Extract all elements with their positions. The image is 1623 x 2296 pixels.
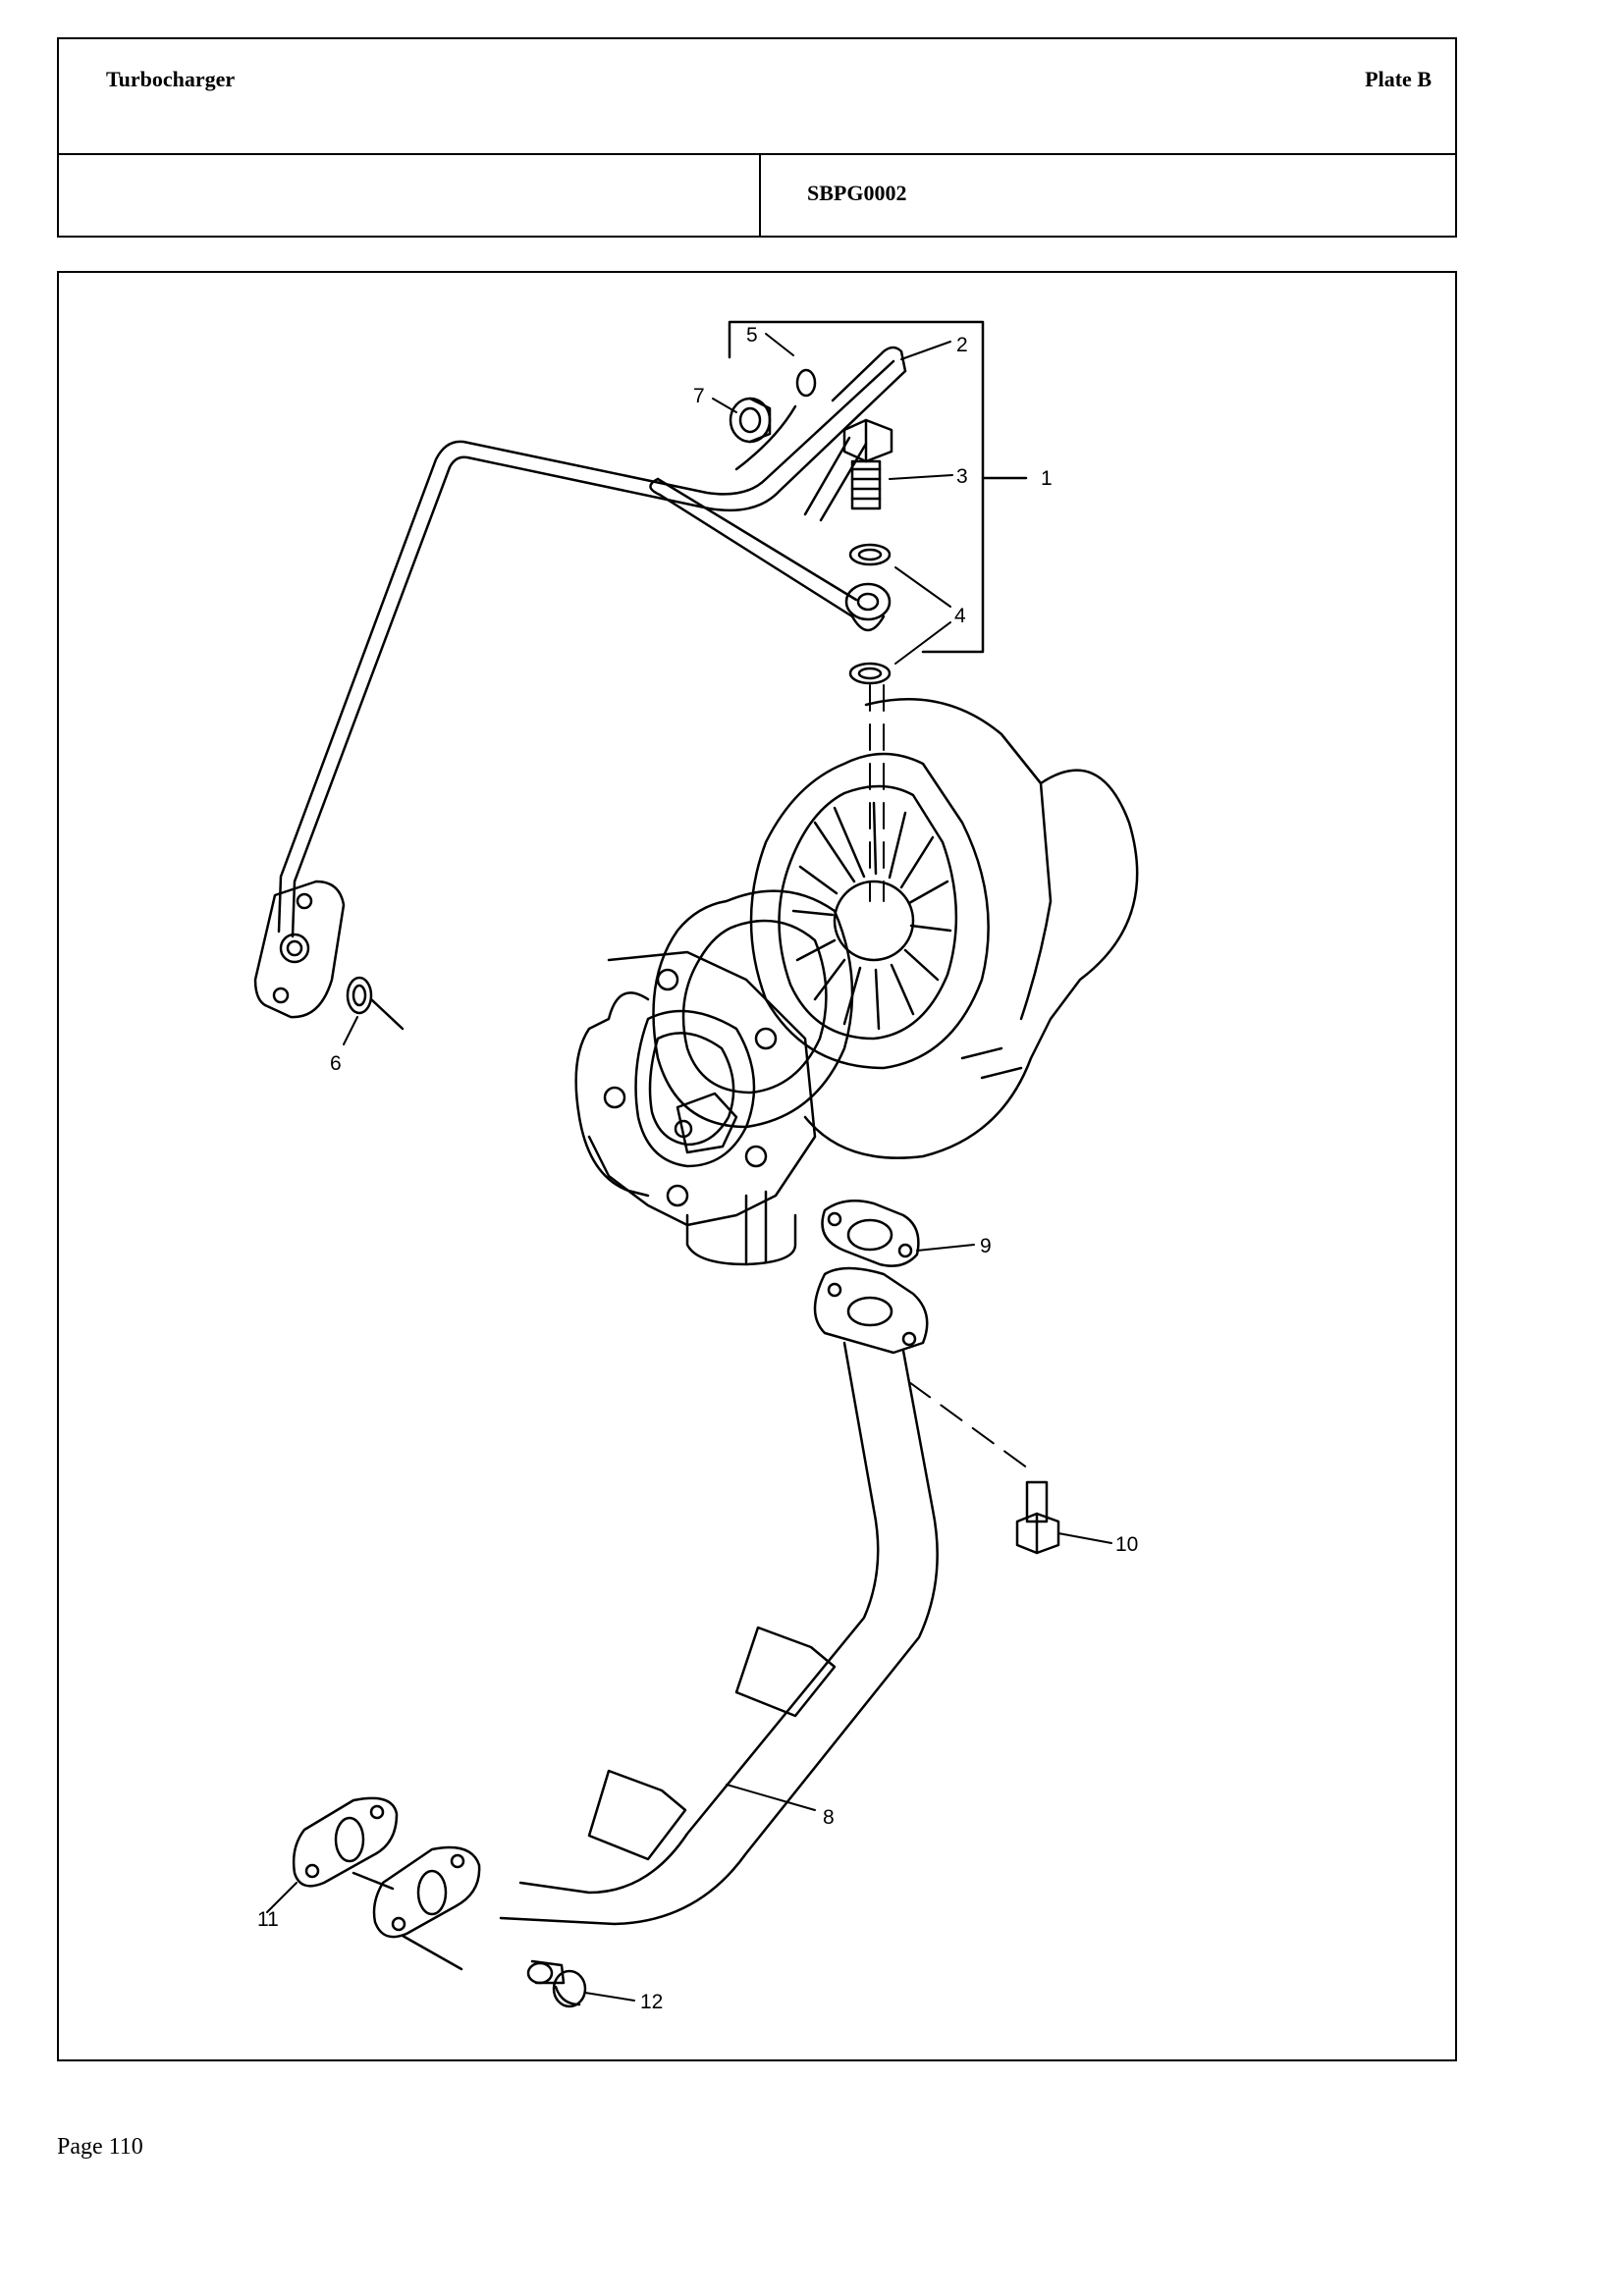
washer-5 bbox=[795, 368, 817, 398]
leader-lines bbox=[266, 333, 1112, 2002]
turbocharger-body bbox=[574, 698, 1139, 1266]
group-bracket bbox=[728, 320, 1028, 654]
banjo-bolt bbox=[842, 418, 893, 510]
figure-code: SBPG0002 bbox=[807, 181, 907, 205]
header-row-code: SBPG0002 bbox=[59, 155, 1455, 238]
figure-frame: 1 2 3 4 5 6 7 8 9 10 11 12 bbox=[57, 271, 1457, 2061]
callout-7: 7 bbox=[693, 385, 705, 407]
plate-label: Plate B bbox=[1365, 67, 1432, 91]
header-table: Turbocharger Plate B SBPG0002 bbox=[57, 37, 1457, 238]
callout-4: 4 bbox=[954, 605, 966, 627]
oil-feed-pipe bbox=[277, 346, 907, 938]
bolt-12 bbox=[526, 1959, 587, 2008]
gasket-11 bbox=[292, 1796, 399, 1888]
header-divider bbox=[759, 155, 761, 238]
gasket-9 bbox=[821, 1199, 920, 1267]
page-number: Page 110 bbox=[57, 2134, 143, 2160]
callout-10: 10 bbox=[1115, 1533, 1138, 1556]
callout-2: 2 bbox=[956, 334, 968, 356]
pipe-flange-left bbox=[253, 880, 405, 1031]
bolt-10 bbox=[1015, 1480, 1060, 1555]
callout-1: 1 bbox=[1041, 467, 1053, 490]
header-row-title: Turbocharger Plate B bbox=[59, 39, 1455, 155]
callout-labels: 1 2 3 4 5 6 7 8 9 10 11 12 bbox=[257, 324, 1138, 2013]
callout-8: 8 bbox=[823, 1806, 835, 1829]
callout-6: 6 bbox=[330, 1052, 342, 1075]
callout-9: 9 bbox=[980, 1235, 992, 1257]
oil-drain-pipe bbox=[352, 1266, 939, 1971]
nut-7 bbox=[729, 397, 772, 444]
alignment-lines bbox=[869, 684, 1032, 1471]
page-title: Turbocharger bbox=[106, 67, 236, 91]
callout-11: 11 bbox=[257, 1908, 279, 1931]
callout-5: 5 bbox=[746, 324, 758, 347]
turbocharger-exploded-diagram: 1 2 3 4 5 6 7 8 9 10 11 12 bbox=[253, 320, 1139, 2013]
banjo-fitting bbox=[844, 543, 892, 685]
callout-3: 3 bbox=[956, 465, 968, 488]
callout-12: 12 bbox=[640, 1991, 663, 2013]
